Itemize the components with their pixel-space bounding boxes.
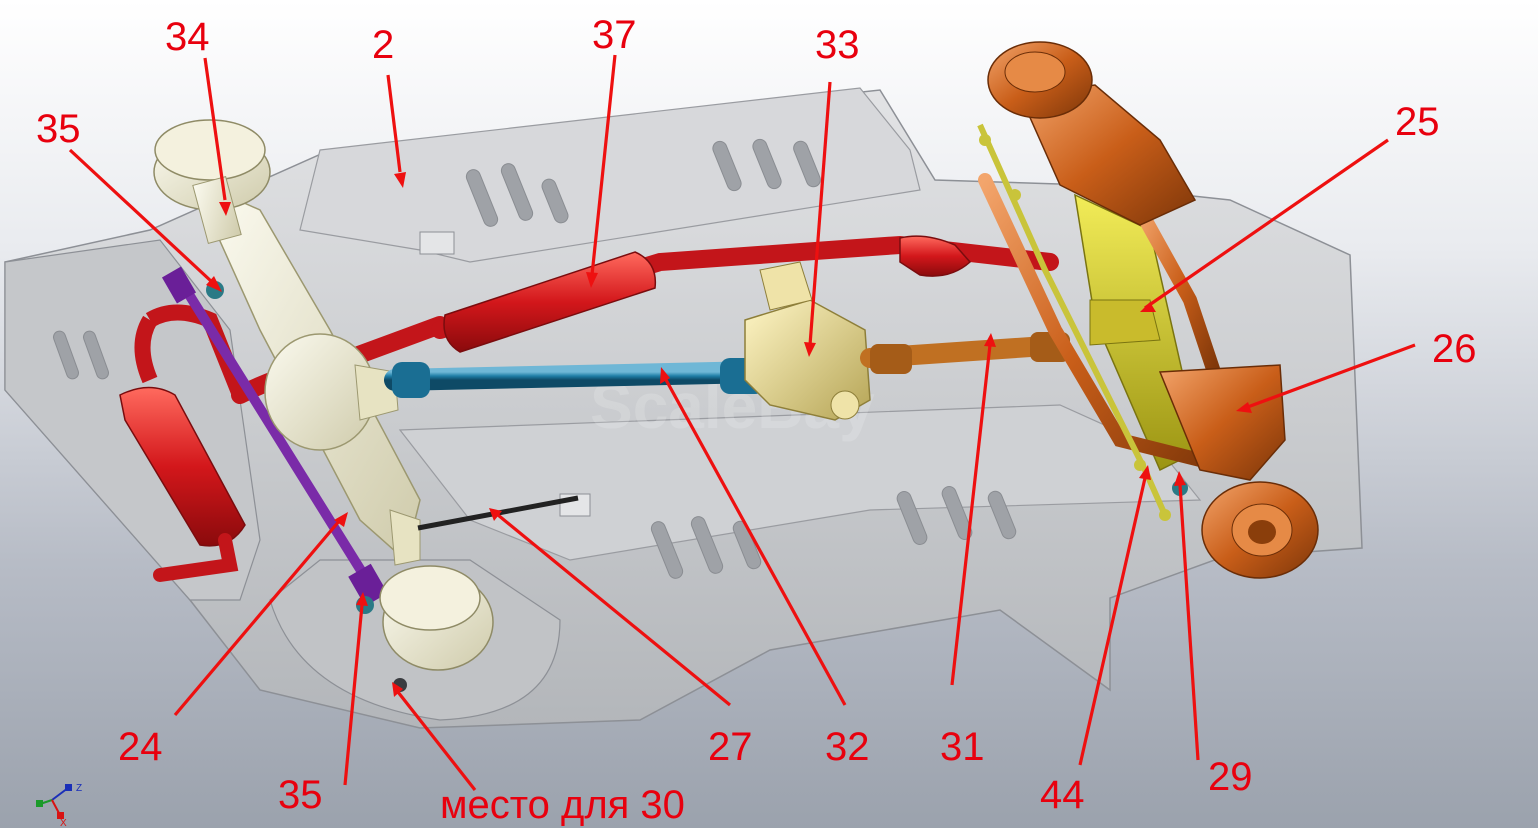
leader-26: [1244, 343, 1416, 410]
callout-2: 2: [372, 23, 394, 67]
leader-44: [1078, 477, 1147, 766]
leader-27: [496, 513, 732, 707]
callout-35-top: 35: [36, 107, 81, 151]
muffler-center: [443, 251, 657, 353]
axis-z-label: Z: [76, 783, 82, 794]
leader-30: [396, 691, 477, 791]
leader-33: [808, 81, 832, 346]
muffler-rear: [119, 386, 246, 547]
leader-31: [950, 344, 992, 686]
axis-triad: Z X: [36, 783, 82, 828]
callout-25: 25: [1395, 100, 1440, 144]
leader-37: [590, 54, 617, 276]
catalytic-converter: [899, 235, 972, 277]
callout-32: 32: [825, 725, 870, 769]
front-propshaft: [860, 332, 1070, 374]
callout-33: 33: [815, 23, 860, 67]
front-knuckle-top: [1018, 84, 1197, 226]
leader-35a: [68, 148, 214, 284]
leader-29: [1178, 484, 1200, 761]
front-knuckle-bottom: [1158, 364, 1286, 481]
axis-x-label: X: [60, 818, 67, 828]
leader-25: [1144, 138, 1389, 310]
leader-35b: [343, 604, 364, 786]
callout-29: 29: [1208, 755, 1253, 799]
leader-lines: [68, 54, 1416, 791]
callout-place-for-30: место для 30: [440, 783, 685, 827]
leader-32: [663, 377, 847, 706]
leader-24: [173, 518, 342, 717]
transfer-case: [744, 261, 871, 421]
stabilizer-bar: [161, 266, 388, 614]
callout-31: 31: [940, 725, 985, 769]
leader-2: [386, 74, 402, 173]
callout-34: 34: [165, 15, 210, 59]
callout-37: 37: [592, 13, 637, 57]
callout-35-bottom: 35: [278, 773, 323, 817]
callout-labels: 34 2 37 33 35 25 26 24 35 место для 30 2…: [36, 13, 1477, 827]
rear-axle: [153, 119, 494, 671]
callout-26: 26: [1432, 327, 1477, 371]
callout-24: 24: [118, 725, 163, 769]
callout-27: 27: [708, 725, 753, 769]
bracket: [419, 231, 455, 255]
leader-34: [203, 57, 227, 201]
callout-44: 44: [1040, 773, 1085, 817]
